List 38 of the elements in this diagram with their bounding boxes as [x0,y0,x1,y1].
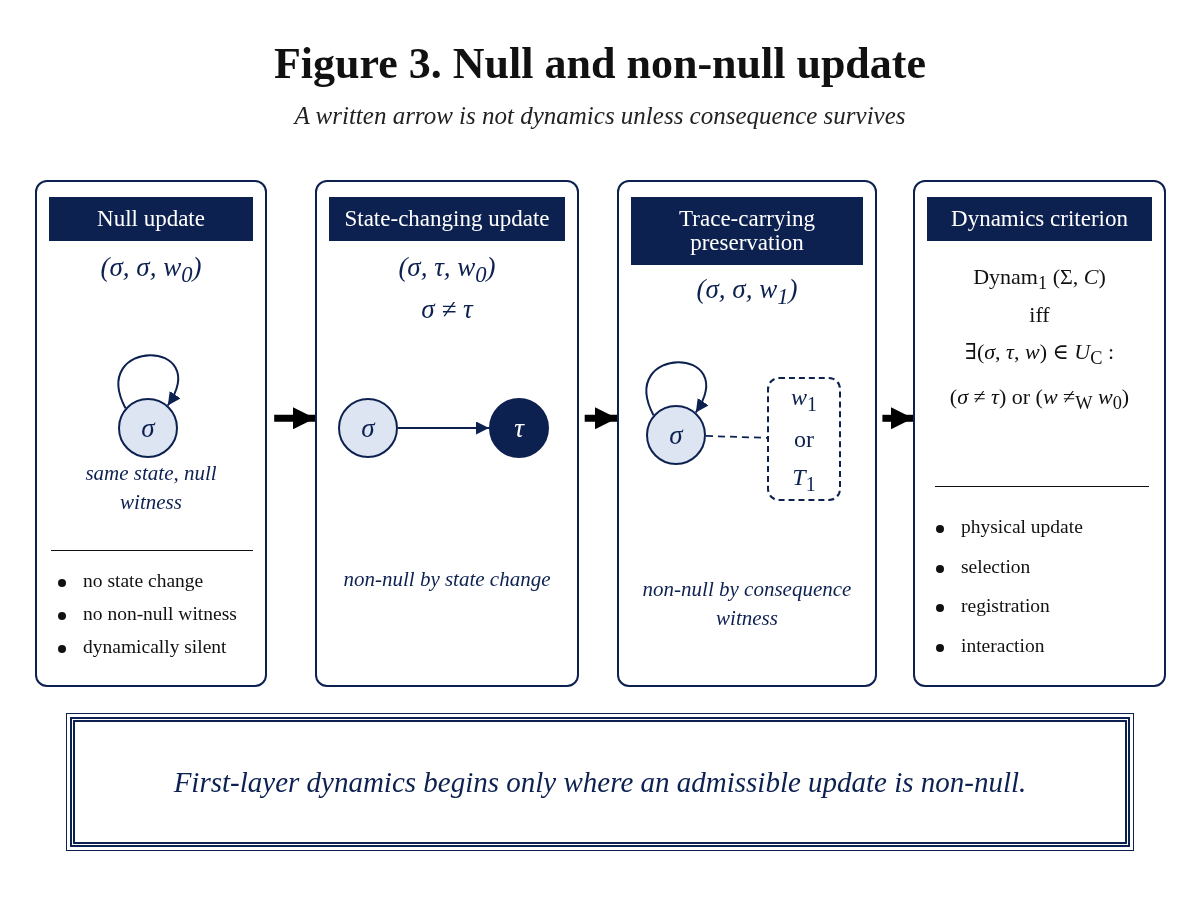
bullet-item: physical update [931,516,1158,538]
self-loop-arrow [645,361,708,417]
formula: σ ≠ τ [420,294,475,325]
connector-line [705,435,768,439]
panel-header: Dynamics criterion [927,197,1152,242]
description-text: non-null by state change [342,566,552,593]
description-text: non-null by consequence witness [641,576,853,633]
bullet-item: registration [931,595,1158,617]
formula: Dynam$_{1}$ (Σ, C) [972,264,1107,295]
formula: (σ, σ, w$_{1}$) [695,274,799,311]
state-circle: σ [338,398,398,458]
description-text: same state, null witness [84,460,218,517]
bullet-item: no state change [53,570,259,592]
formula: ∃(σ, τ, w) ∈ U$_{C}$ : [963,339,1116,370]
arrow [584,407,617,430]
subtitle: A written arrow is not dynamics unless consequence survives [294,102,906,130]
state-circle: σ [118,398,178,458]
bullet-item: dynamically silent [53,636,259,658]
figure-title: Figure 3. Null and non-null update [273,38,927,89]
bullet-item: interaction [931,635,1158,657]
formula: (σ, σ, w$_{0}$) [99,252,203,289]
panel-header: Trace-carrying preservation [631,197,863,266]
formula: iff [1028,302,1051,328]
panel-header: Null update [49,197,253,242]
bullet-item: no non-null witness [53,603,259,625]
panel-header: State-changing update [329,197,565,242]
panel-card [315,180,579,687]
arrow [397,421,490,435]
formula: (σ ≠ τ) or (w ≠$_{W}$ w$_{0}$) [948,384,1131,415]
self-loop-arrow [117,354,180,410]
state-circle: τ [489,398,549,458]
state-circle: σ [646,405,706,465]
witness-box: w$_{1}$ or T$_{1}$ [767,377,841,501]
bullet-item: selection [931,556,1158,578]
panel-card [617,180,877,687]
panel-card [913,180,1166,687]
formula: (σ, τ, w$_{0}$) [397,252,497,289]
panel-card [35,180,267,687]
